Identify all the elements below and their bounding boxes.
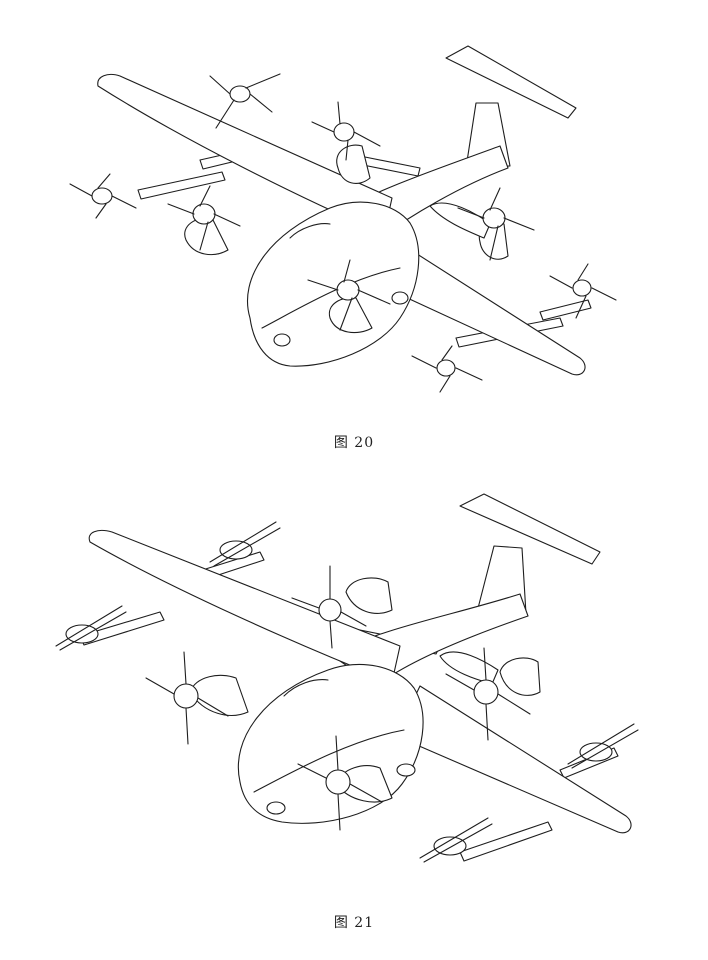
tilted-rotor bbox=[167, 185, 241, 251]
pod-rotor bbox=[209, 521, 281, 567]
tilted-rotor bbox=[411, 345, 483, 393]
vertical-rotor bbox=[145, 651, 229, 745]
tilted-rotor bbox=[457, 187, 535, 261]
aircraft-drawing-tilted-rotors bbox=[69, 45, 617, 393]
figure-caption: 图 20 bbox=[333, 435, 375, 451]
tilted-rotor bbox=[307, 259, 391, 331]
aircraft-drawing-vertical-rotors bbox=[55, 493, 639, 863]
pod-rotor bbox=[567, 723, 639, 769]
vertical-rotor bbox=[297, 735, 383, 831]
vertical-rotor bbox=[445, 647, 531, 741]
tilted-rotor bbox=[69, 173, 137, 219]
pod-rotor bbox=[419, 817, 493, 863]
pod-rotor bbox=[55, 605, 127, 651]
tilted-rotor bbox=[549, 263, 617, 319]
figure-20 bbox=[0, 28, 708, 428]
tilted-rotor bbox=[311, 101, 381, 161]
vertical-rotor bbox=[291, 565, 367, 649]
figure-21 bbox=[0, 486, 708, 904]
figure-caption: 图 21 bbox=[333, 915, 375, 931]
tilted-rotor bbox=[209, 73, 281, 129]
